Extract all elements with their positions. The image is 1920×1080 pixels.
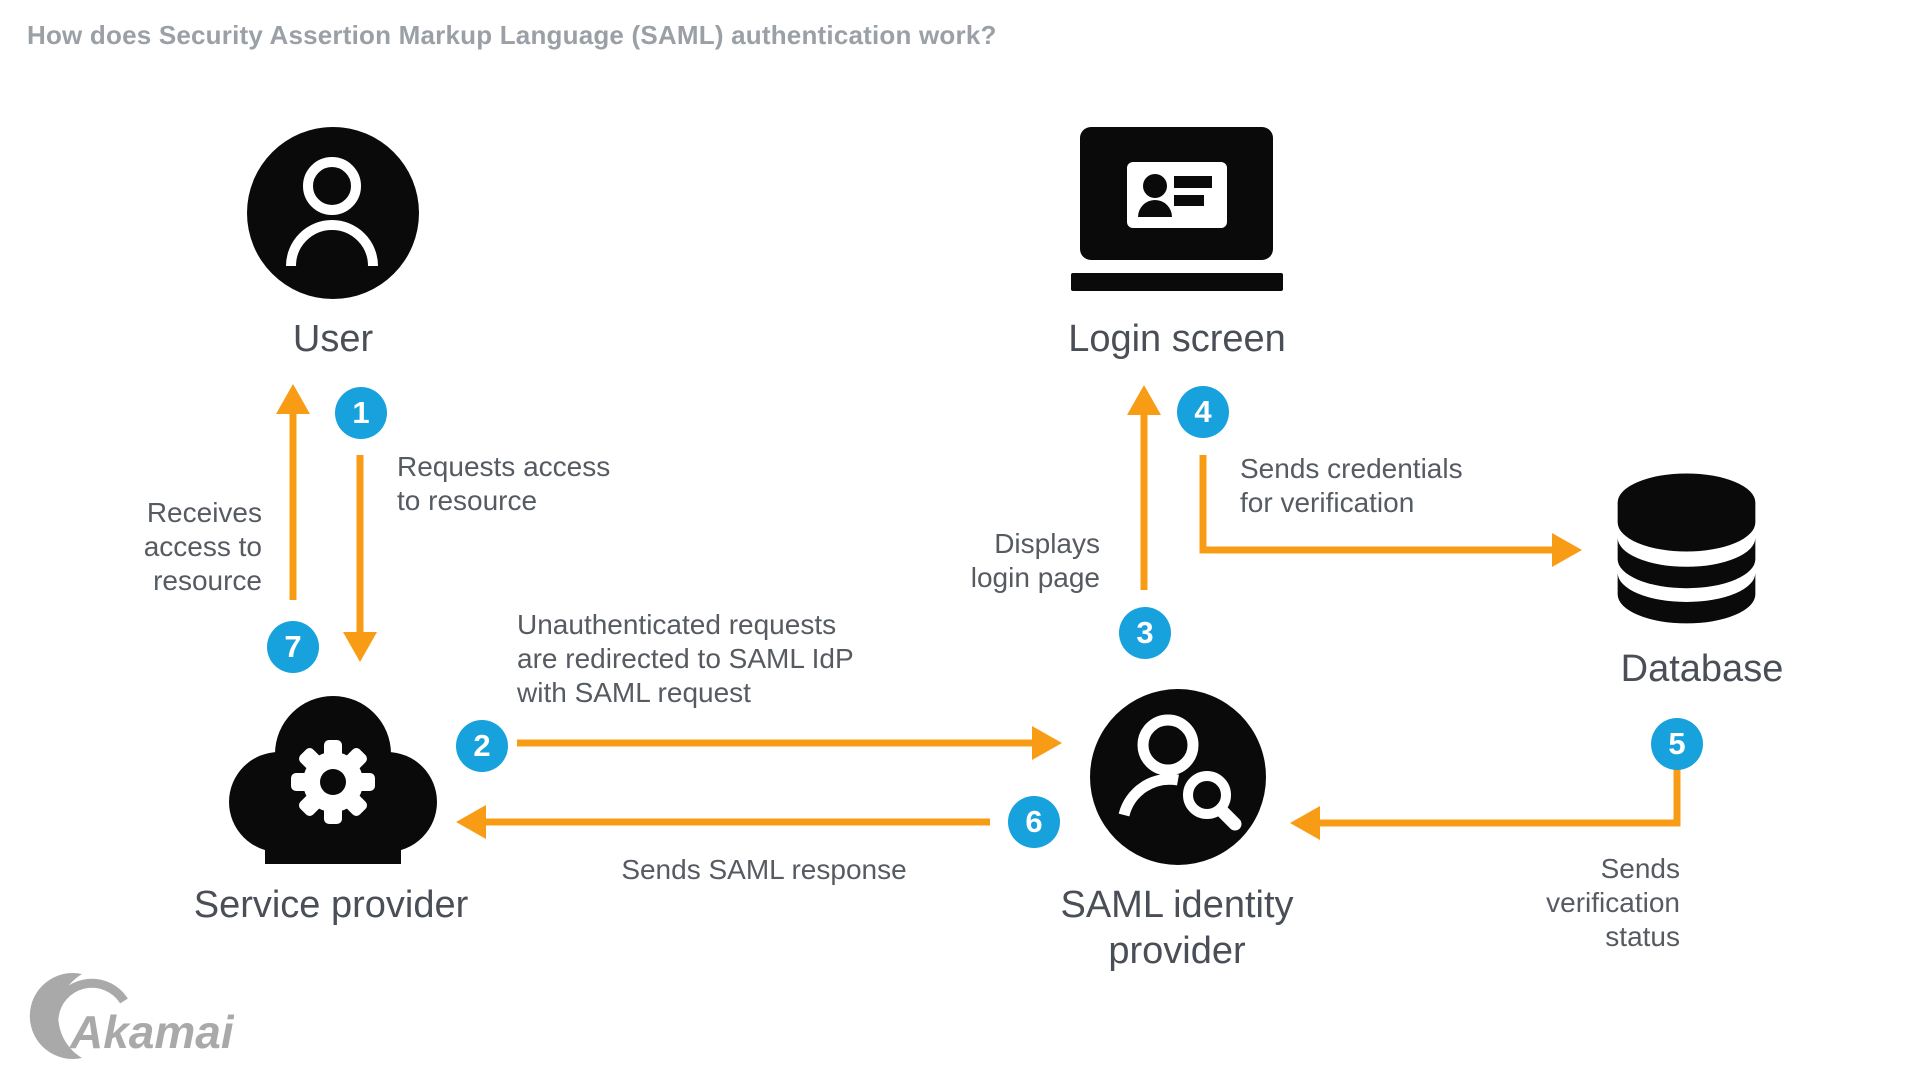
step-6-text: Sends SAML response xyxy=(621,854,907,885)
database-label: Database xyxy=(1620,648,1784,690)
step-badge-5: 5 xyxy=(1651,718,1703,770)
person-search-icon xyxy=(1090,689,1266,865)
laptop-id-card-icon xyxy=(1071,105,1283,295)
login-screen-label: Login screen xyxy=(1068,318,1286,360)
step-badge-3: 3 xyxy=(1119,607,1171,659)
step-1-text: Requests access to resource xyxy=(397,451,611,516)
akamai-logo-arc xyxy=(49,978,128,1019)
akamai-logo: Akamai xyxy=(24,968,234,1068)
diagram-title: How does Security Assertion Markup Langu… xyxy=(27,20,997,50)
step-5-text: Sends verification status xyxy=(1546,853,1680,952)
service-provider-label: Service provider xyxy=(193,884,469,926)
arrow-4-head xyxy=(1552,533,1582,567)
user-icon xyxy=(247,127,419,299)
step-badge-7: 7 xyxy=(267,621,319,673)
step-3-text: Displays login page xyxy=(970,528,1100,593)
step-badge-4: 4 xyxy=(1177,386,1229,438)
arrow-5-head xyxy=(1290,806,1320,840)
arrow-7-head xyxy=(276,384,310,414)
user-label: User xyxy=(292,318,374,360)
step-badge-6: 6 xyxy=(1008,796,1060,848)
saml-idp-label-line1: SAML identity xyxy=(1060,884,1294,926)
arrow-1-head xyxy=(343,632,377,662)
arrow-6-head xyxy=(456,805,486,839)
cloud-gear-icon xyxy=(225,690,441,864)
saml-idp-label-line2: provider xyxy=(1108,930,1246,972)
saml-idp-label: SAML identity provider xyxy=(1027,882,1327,974)
step-badge-1: 1 xyxy=(335,387,387,439)
step-4-text: Sends credentials for verification xyxy=(1240,453,1463,518)
step-7-text: Receives access to resource xyxy=(143,497,262,596)
step-2-text: Unauthenticated requests are redirected … xyxy=(517,609,854,708)
akamai-logo-text: Akamai xyxy=(69,1006,234,1058)
arrow-3-head xyxy=(1127,385,1161,415)
step-badge-2: 2 xyxy=(456,720,508,772)
database-icon xyxy=(1610,470,1763,633)
arrow-2-head xyxy=(1032,726,1062,760)
arrow-5-elbow-shaft xyxy=(1319,767,1681,827)
